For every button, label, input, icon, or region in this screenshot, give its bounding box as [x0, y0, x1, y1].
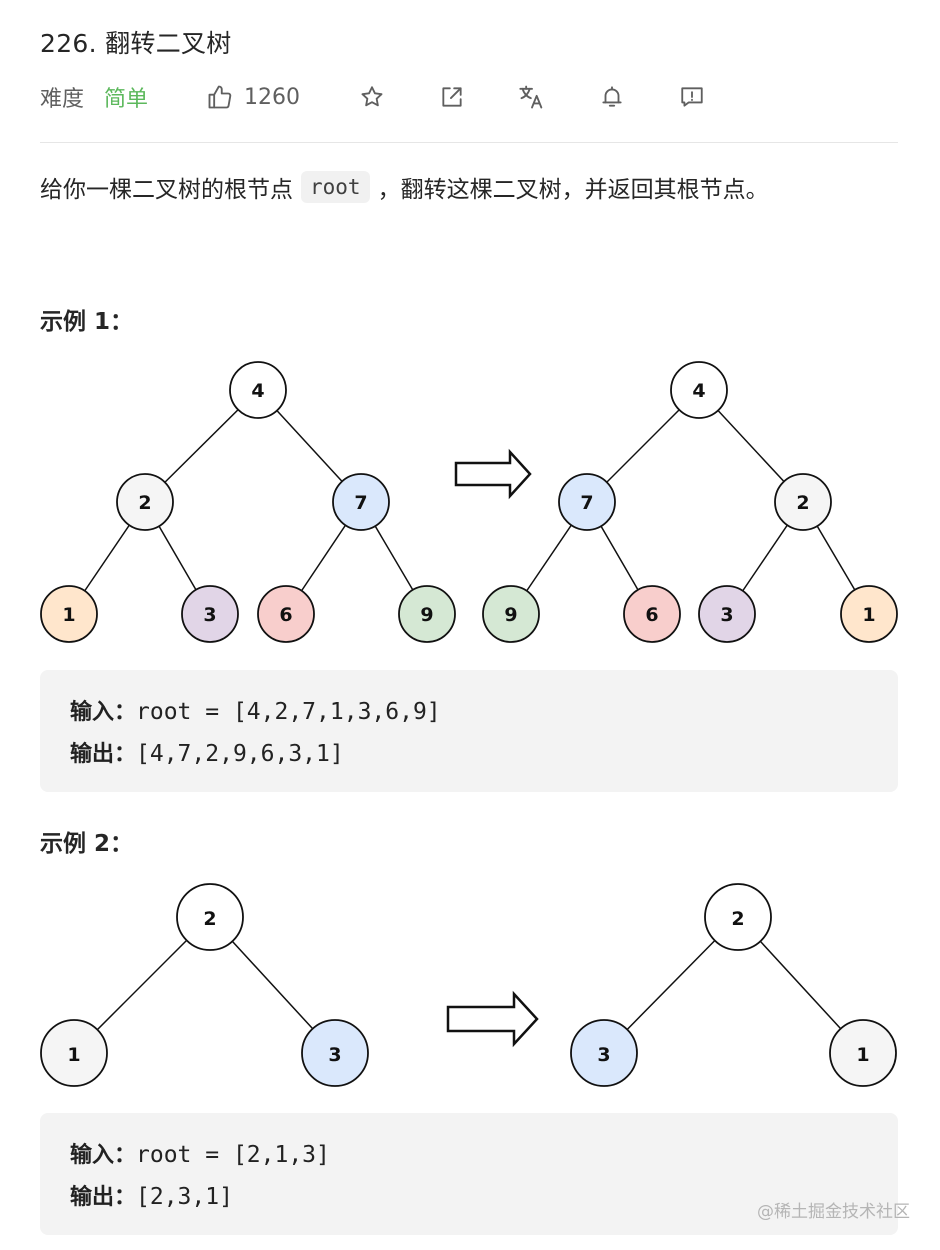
problem-description: 给你一棵二叉树的根节点 root ，翻转这棵二叉树，并返回其根节点。	[40, 170, 769, 204]
header-divider	[40, 142, 898, 143]
svg-text:3: 3	[720, 604, 733, 626]
difficulty-row: 难度 简单	[40, 80, 148, 114]
arrow-right-icon	[454, 448, 532, 500]
difficulty-badge: 简单	[104, 87, 149, 112]
svg-text:2: 2	[796, 492, 809, 514]
tree-node: 1	[829, 1019, 897, 1087]
tree-node: 6	[257, 585, 315, 643]
like-button[interactable]: 1260	[206, 80, 300, 114]
svg-text:9: 9	[420, 604, 433, 626]
thumbs-up-icon	[208, 85, 232, 109]
input-line: 输入：root = [2,1,3]	[70, 1137, 330, 1169]
arrow-right-icon	[446, 990, 539, 1048]
example-1-codeblock: 输入：root = [4,2,7,1,3,6,9] 输出：[4,7,2,9,6,…	[40, 670, 898, 792]
svg-text:3: 3	[203, 604, 216, 626]
svg-text:9: 9	[504, 604, 517, 626]
feedback-button[interactable]	[677, 82, 707, 112]
output-label: 输出：	[70, 1185, 137, 1210]
tree-node: 7	[332, 473, 390, 531]
tree-node: 3	[301, 1019, 369, 1087]
tree-node: 9	[482, 585, 540, 643]
svg-text:2: 2	[138, 492, 151, 514]
desc-text-before: 给你一棵二叉树的根节点	[40, 177, 293, 203]
tree-node: 1	[40, 585, 98, 643]
svg-text:2: 2	[203, 908, 216, 930]
share-button[interactable]	[437, 82, 467, 112]
tree-node: 2	[774, 473, 832, 531]
example-1-title: 示例 1：	[40, 309, 134, 335]
share-icon	[442, 87, 462, 107]
input-value: root = [2,1,3]	[136, 1142, 330, 1168]
like-count: 1260	[244, 84, 300, 110]
problem-title: 226. 翻转二叉树	[40, 29, 232, 58]
svg-text:1: 1	[862, 604, 875, 626]
difficulty-label: 难度	[40, 87, 85, 112]
bell-icon	[602, 86, 622, 107]
example-2-title: 示例 2：	[40, 831, 134, 857]
svg-text:3: 3	[597, 1044, 610, 1066]
output-line: 输出：[2,3,1]	[70, 1179, 233, 1211]
input-label: 输入：	[70, 700, 137, 725]
notify-button[interactable]	[597, 82, 627, 112]
input-label: 输入：	[70, 1143, 137, 1168]
svg-text:1: 1	[62, 604, 75, 626]
output-value: [2,3,1]	[136, 1184, 233, 1210]
output-value: [4,7,2,9,6,3,1]	[136, 741, 344, 767]
svg-text:3: 3	[328, 1044, 341, 1066]
star-button[interactable]	[357, 82, 387, 112]
output-label: 输出：	[70, 742, 137, 767]
desc-text-after: ，翻转这棵二叉树，并返回其根节点。	[377, 177, 769, 203]
tree-node: 1	[40, 1019, 108, 1087]
tree-node: 3	[181, 585, 239, 643]
feedback-icon	[681, 87, 703, 107]
svg-text:4: 4	[692, 380, 705, 402]
tree-node: 4	[670, 361, 728, 419]
star-icon	[361, 86, 383, 107]
svg-text:7: 7	[580, 492, 593, 514]
translate-icon	[519, 85, 543, 109]
input-value: root = [4,2,7,1,3,6,9]	[136, 699, 441, 725]
output-line: 输出：[4,7,2,9,6,3,1]	[70, 736, 344, 768]
tree-node: 6	[623, 585, 681, 643]
tree-node: 3	[570, 1019, 638, 1087]
tree-node: 9	[398, 585, 456, 643]
inline-code-root: root	[301, 171, 370, 203]
tree-node: 3	[698, 585, 756, 643]
svg-text:2: 2	[731, 908, 744, 930]
svg-text:6: 6	[279, 604, 292, 626]
tree-node: 7	[558, 473, 616, 531]
svg-text:7: 7	[354, 492, 367, 514]
svg-text:6: 6	[645, 604, 658, 626]
tree-node: 2	[176, 883, 244, 951]
input-line: 输入：root = [4,2,7,1,3,6,9]	[70, 694, 441, 726]
tree-node: 2	[116, 473, 174, 531]
example-2-codeblock: 输入：root = [2,1,3] 输出：[2,3,1]	[40, 1113, 898, 1235]
translate-button[interactable]	[517, 82, 547, 112]
tree-node: 4	[229, 361, 287, 419]
tree-node: 2	[704, 883, 772, 951]
svg-text:4: 4	[251, 380, 264, 402]
tree-node: 1	[840, 585, 898, 643]
svg-text:1: 1	[67, 1044, 80, 1066]
svg-text:1: 1	[856, 1044, 869, 1066]
watermark: @稀土掘金技术社区	[757, 1202, 910, 1222]
